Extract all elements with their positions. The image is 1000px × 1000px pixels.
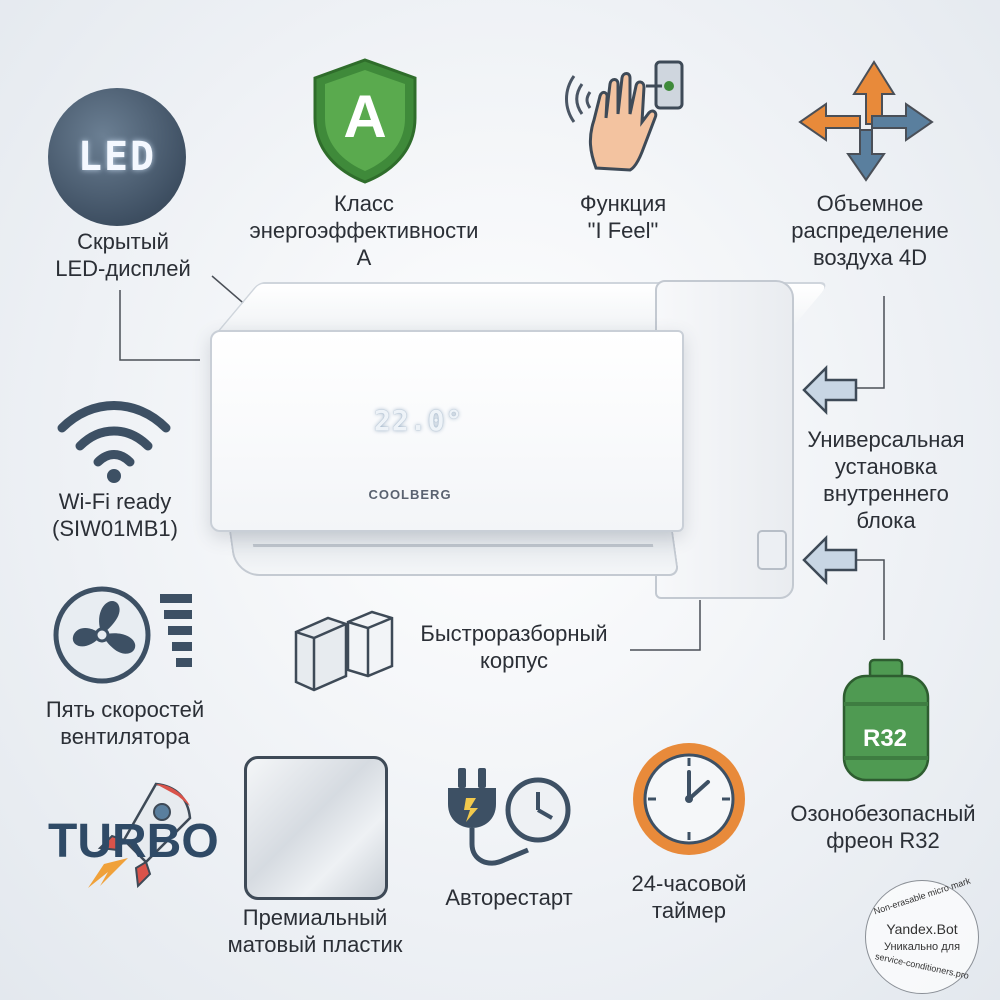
- universal-install-caption: Универсальная установка внутреннего блок…: [796, 426, 976, 534]
- quick-release-caption: Быстроразборный корпус: [404, 620, 624, 674]
- led-display-icon: LED: [48, 88, 186, 226]
- autorestart-caption-line1: Авторестарт: [445, 885, 573, 910]
- matte-plastic-swatch-icon: [244, 756, 388, 900]
- quick-release-caption-line2: корпус: [479, 648, 548, 673]
- install-arrow-bottom-icon: [802, 534, 858, 586]
- wifi-caption-line1: Wi-Fi ready: [58, 489, 172, 514]
- r32-tank-label: R32: [862, 725, 908, 752]
- energy-caption-line3: A: [356, 245, 372, 270]
- air-4d-caption-line3: воздуха 4D: [812, 245, 928, 270]
- ac-unit-vent: [228, 528, 680, 576]
- fan-speed-icon: [53, 586, 192, 684]
- autorestart-plug-clock-icon: [448, 768, 571, 866]
- install-arrow-top-icon: [802, 364, 858, 416]
- fan-caption-line1: Пять скоростей: [45, 697, 205, 722]
- universal-caption-line3: внутреннего: [823, 481, 949, 506]
- refrigerant-caption-line2: фреон R32: [826, 828, 940, 853]
- watermark-seal: Non-erasable micro mark Yandex.Bot Уника…: [865, 876, 979, 994]
- wifi-caption: Wi-Fi ready (SIW01MB1): [30, 488, 200, 542]
- refrigerant-caption: Озонобезопасный фреон R32: [776, 800, 990, 854]
- energy-caption-line1: Класс: [334, 191, 394, 216]
- led-icon-text: LED: [77, 134, 157, 180]
- quick-release-casing-icon: [294, 610, 394, 692]
- air-4d-arrows-icon: [798, 60, 934, 182]
- air-4d-caption: Объемное распределение воздуха 4D: [770, 190, 970, 271]
- quick-release-caption-line1: Быстроразборный: [420, 621, 608, 646]
- watermark-line3: Уникально для: [883, 941, 961, 953]
- timer-caption-line2: таймер: [652, 898, 726, 923]
- timer-clock-icon: [633, 743, 745, 855]
- watermark-line4: service-conditioners.pro: [874, 951, 970, 981]
- air-4d-caption-line1: Объемное: [816, 191, 924, 216]
- universal-caption-line1: Универсальная: [807, 427, 965, 452]
- plastic-caption-line2: матовый пластик: [227, 932, 403, 957]
- i-feel-hand-icon: [565, 60, 684, 172]
- wifi-icon: [57, 401, 171, 483]
- ac-side-port: [757, 530, 787, 570]
- plastic-caption: Премиальный матовый пластик: [210, 904, 420, 958]
- energy-caption-line2: энергоэффективности: [249, 218, 479, 243]
- autorestart-caption: Авторестарт: [424, 884, 594, 911]
- ac-brand-label: COOLBERG: [368, 487, 452, 502]
- energy-class-caption: Класс энергоэффективности A: [228, 190, 500, 271]
- watermark-line2: Yandex.Bot: [886, 921, 958, 937]
- universal-caption-line2: установка: [834, 454, 938, 479]
- i-feel-caption: Функция "I Feel": [548, 190, 698, 244]
- air-4d-caption-line2: распределение: [791, 218, 949, 243]
- energy-shield-icon: [313, 58, 417, 184]
- led-caption-line2: LED-дисплей: [55, 256, 191, 281]
- ac-unit-front-panel: [210, 330, 684, 532]
- universal-caption-line4: блока: [856, 508, 916, 533]
- energy-class-letter: A: [343, 83, 387, 150]
- turbo-rocket-icon: [88, 782, 192, 889]
- refrigerant-caption-line1: Озонобезопасный: [790, 801, 976, 826]
- plastic-caption-line1: Премиальный: [242, 905, 388, 930]
- wifi-caption-line2: (SIW01MB1): [52, 516, 178, 541]
- led-caption-line1: Скрытый: [77, 229, 169, 254]
- timer-caption: 24-часовой таймер: [604, 870, 774, 924]
- fan-speed-caption: Пять скоростей вентилятора: [20, 696, 230, 750]
- r32-gas-tank-icon: [842, 658, 930, 782]
- ac-temperature-display: 22.0°: [374, 404, 464, 437]
- fan-caption-line2: вентилятора: [60, 724, 190, 749]
- led-display-caption: Скрытый LED-дисплей: [28, 228, 218, 282]
- timer-caption-line1: 24-часовой: [631, 871, 747, 896]
- turbo-label: TURBO: [48, 815, 219, 868]
- i-feel-caption-line1: Функция: [579, 191, 667, 216]
- i-feel-caption-line2: "I Feel": [587, 218, 659, 243]
